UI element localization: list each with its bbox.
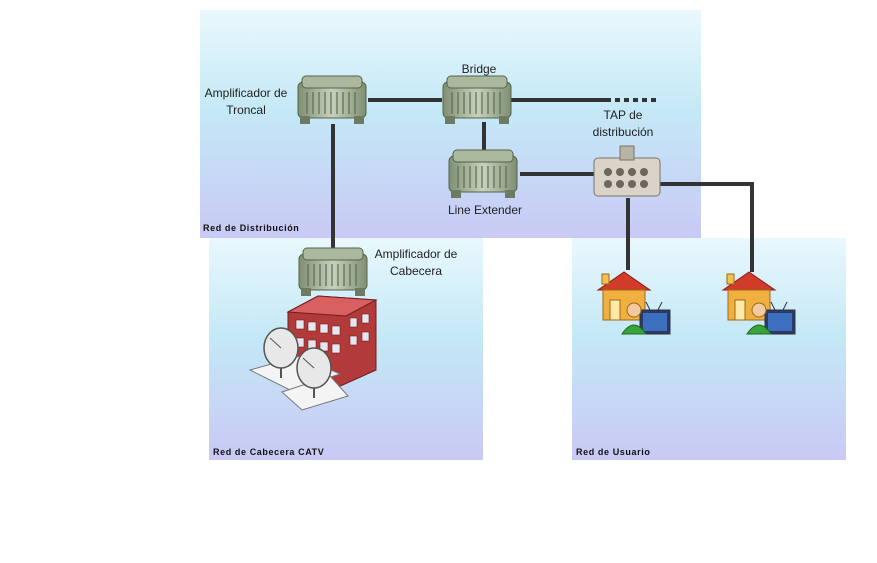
line-extender-icon: [448, 149, 518, 199]
headend-amplifier-icon: [298, 247, 368, 297]
satellite-dish-icon: [281, 347, 349, 411]
headend-network-label: Red de Cabecera CATV: [213, 447, 325, 457]
home-user-icon: [722, 271, 796, 335]
bridge-label: Bridge: [461, 62, 497, 76]
line-extender-label: Line Extender: [447, 203, 523, 217]
home-user-icon: [597, 271, 671, 335]
user-network-label: Red de Usuario: [576, 447, 651, 457]
bridge-amplifier-icon: [442, 75, 512, 125]
headend-amplifier-label: Amplificador de Cabecera: [374, 247, 458, 278]
distribution-tap-label: TAP de distribución: [592, 108, 654, 139]
cable-links: [331, 98, 754, 272]
trunk-amplifier-icon: [297, 75, 367, 125]
trunk-amplifier-label: Amplificador de Troncal: [204, 86, 288, 117]
distribution-tap-icon: [593, 145, 661, 197]
user-network-zone: [572, 238, 846, 460]
distribution-network-label: Red de Distribución: [203, 223, 300, 233]
